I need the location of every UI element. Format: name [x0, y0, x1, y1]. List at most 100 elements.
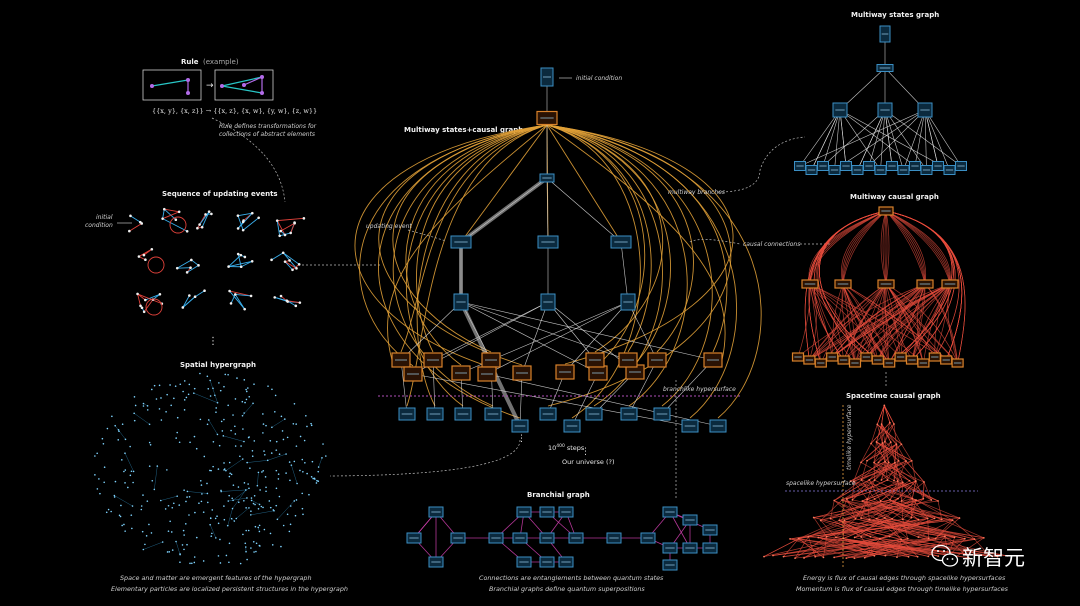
hypergraph-vertex — [249, 467, 251, 469]
hypergraph-vertex — [187, 393, 190, 396]
hypergraph-vertex — [209, 469, 211, 472]
rule-rhs-graph — [220, 75, 264, 95]
sequence-edge — [137, 293, 141, 306]
sequence-edge — [228, 260, 253, 268]
rule-arrow: → — [206, 81, 214, 91]
hypergraph-vertex — [142, 548, 145, 551]
hypergraph-vertex — [182, 529, 185, 532]
spacetime-event — [922, 497, 925, 500]
spacetime-edge — [905, 460, 925, 483]
spacetime-event — [817, 536, 820, 539]
hypergraph-vertex — [146, 500, 149, 502]
sequence-vertex — [177, 210, 181, 214]
sequence-edge — [284, 261, 293, 271]
hypergraph-vertex — [145, 535, 148, 537]
spacetime-edge — [876, 518, 965, 540]
spacetime-edge — [803, 538, 844, 559]
spacetime-event — [841, 499, 843, 501]
hypergraph-vertex — [174, 385, 177, 387]
hypergraph-vertex — [118, 514, 121, 517]
spacetime-event — [782, 555, 785, 558]
sequence-vertex — [204, 213, 207, 216]
hypergraph-vertex — [207, 388, 210, 390]
hypergraph-vertex — [212, 465, 214, 468]
sequence-edge — [280, 222, 295, 232]
spacetime-edge — [901, 444, 913, 462]
hypergraph-vertex — [148, 423, 151, 426]
spacetime-edge — [783, 538, 799, 557]
spacetime-event — [958, 517, 961, 519]
hypergraph-vertex — [153, 384, 156, 387]
hypergraph-vertex — [150, 388, 153, 391]
spacetime-event — [943, 535, 946, 538]
causal-edge — [416, 124, 548, 353]
multiway-causal-title: Multiway states+causal graph — [404, 126, 523, 134]
hypergraph-vertex — [158, 408, 161, 410]
sequence-edge — [240, 260, 253, 268]
universe-label: Our universe (?) — [562, 458, 615, 466]
spacetime-edge — [839, 520, 862, 538]
hypergraph-vertex — [253, 551, 255, 553]
hypergraph-vertex — [123, 523, 125, 526]
states-edge — [924, 109, 939, 167]
spacetime-event — [835, 536, 837, 539]
spacetime-edge — [860, 443, 872, 463]
hypergraph-vertex — [214, 394, 216, 397]
hypergraph-vertex — [224, 373, 227, 376]
hypergraph-edge — [247, 460, 268, 463]
spacetime-edge — [820, 520, 837, 538]
hypergraph-vertex — [207, 419, 210, 421]
spacetime-edge — [839, 520, 908, 540]
hypergraph-vertex — [225, 469, 227, 472]
multiway-states-panel: Multiway states graph — [794, 11, 967, 175]
sequence-edge — [235, 294, 252, 297]
spacetime-event — [881, 442, 884, 444]
spacetime-edge — [867, 479, 875, 500]
states-edge — [884, 109, 927, 171]
spacetime-event — [860, 517, 863, 520]
hypergraph-vertex — [243, 499, 245, 502]
hypergraph-vertex — [315, 482, 318, 484]
state-edge — [661, 359, 714, 415]
sequence-ellipsis: ⋮ — [208, 336, 218, 347]
spacetime-edge — [922, 482, 925, 499]
sequence-vertex — [190, 258, 193, 262]
sequence-vertex — [242, 219, 245, 222]
spacetime-event — [937, 555, 940, 558]
spacetime-event — [901, 481, 904, 484]
spacetime-event — [896, 556, 898, 558]
spacetime-edge — [869, 460, 907, 481]
spacetime-event — [988, 555, 991, 557]
causal-edge — [405, 124, 548, 366]
hypergraph-vertex — [232, 484, 235, 486]
hypergraph-edge — [257, 472, 259, 486]
hypergraph-vertex — [195, 536, 198, 539]
hypergraph-vertex — [269, 506, 272, 509]
hypergraph-vertex — [172, 502, 175, 505]
multiway-causal-edge — [885, 210, 926, 285]
hypergraph-vertex — [183, 380, 186, 382]
hypergraph-vertex — [237, 486, 240, 488]
hypergraph-vertex — [193, 392, 195, 394]
sequence-vertex — [200, 225, 204, 229]
multiway-states-title: Multiway states graph — [851, 11, 939, 19]
hypergraph-vertex — [188, 383, 191, 386]
hypergraph-vertex — [200, 500, 203, 503]
hypergraph-vertex — [301, 492, 304, 495]
multiway-causal-edge — [885, 210, 926, 285]
spacetime-event — [877, 461, 880, 464]
spacetime-edge — [854, 537, 929, 557]
spacetime-event — [883, 404, 886, 407]
spacetime-edge — [881, 424, 883, 443]
multiway-causal-panel: Multiway states+causal graph ⋮⋮ initial … — [354, 67, 832, 500]
sequence-edge — [282, 252, 300, 265]
spacetime-panel: Spacetime causal graph timelike hypersur… — [763, 392, 1009, 593]
multiway-causal-graph-panel: Multiway causal graph — [791, 193, 966, 386]
hypergraph-vertex — [195, 447, 198, 450]
hypergraph-vertex — [245, 550, 247, 553]
states-edge — [799, 109, 841, 167]
hypergraph-vertex — [148, 465, 151, 467]
spacetime-event — [893, 423, 895, 425]
multiway-causal-edge — [885, 210, 963, 361]
thread-ellipsis: ⋮ — [517, 434, 526, 444]
